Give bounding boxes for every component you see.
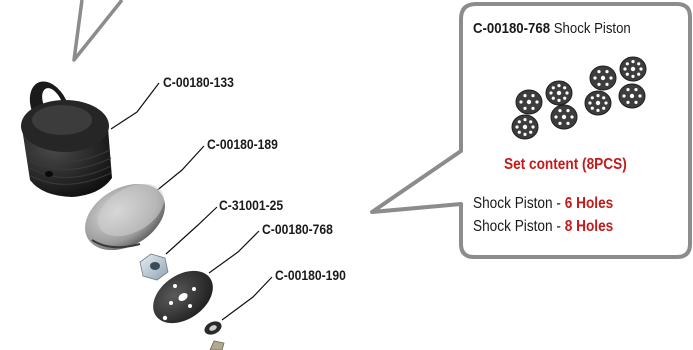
set-content-label: Set content (8PCS) [504, 156, 627, 173]
set-item-name: Shock Piston - [473, 218, 561, 235]
set-item-holes: 8 Holes [564, 218, 614, 235]
part-label-c-00180-768: C-00180-768 [262, 222, 333, 237]
part-shock-cap [21, 81, 112, 197]
set-item-holes: 6 Holes [564, 195, 614, 212]
part-dome-membrane [85, 183, 165, 251]
set-item-name: Shock Piston - [473, 195, 561, 212]
leader-line-133 [110, 82, 160, 130]
set-piston-5 [511, 114, 539, 140]
leader-line-190 [221, 276, 273, 321]
callout-code: C-00180-768 [473, 20, 551, 37]
set-item-8-holes: Shock Piston - 8 Holes [473, 218, 613, 236]
set-piston-6 [550, 104, 578, 130]
set-item-6-holes: Shock Piston - 6 Holes [473, 195, 613, 213]
set-piston-3 [589, 65, 617, 91]
part-label-c-00180-189: C-00180-189 [207, 137, 278, 152]
part-washer [204, 321, 222, 335]
part-label-c-31001-25: C-31001-25 [219, 198, 284, 213]
callout-name: Shock Piston [553, 20, 631, 37]
set-piston-1 [515, 89, 543, 115]
callout-pointer-top [72, 0, 124, 62]
set-piston-8 [618, 83, 646, 109]
set-piston-7 [584, 90, 612, 116]
leader-line-25 [165, 206, 218, 255]
callout-title: C-00180-768 Shock Piston [473, 20, 631, 37]
leader-line-189 [154, 145, 205, 193]
part-label-c-00180-133: C-00180-133 [163, 75, 234, 90]
part-screw-partial [209, 340, 225, 350]
set-piston-4 [619, 56, 647, 82]
leader-line-768 [208, 230, 260, 274]
part-piston-disc [153, 270, 213, 324]
set-piston-2 [545, 80, 573, 106]
part-label-c-00180-190: C-00180-190 [275, 268, 346, 283]
part-nut [139, 253, 169, 281]
piston-set-image [511, 56, 647, 140]
